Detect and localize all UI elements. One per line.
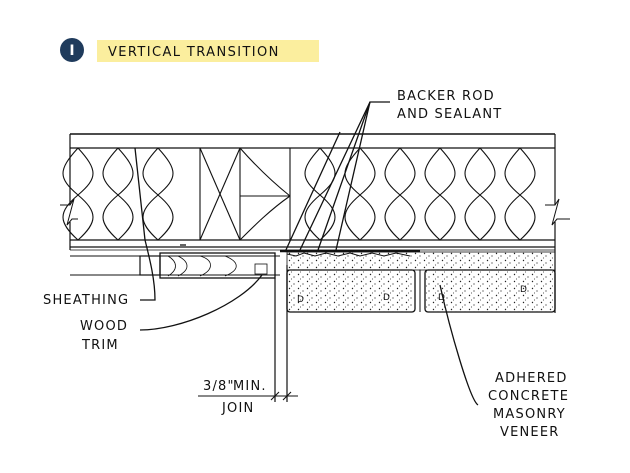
section-number: I: [69, 43, 74, 59]
svg-text:D: D: [297, 295, 304, 305]
label-wood-trim-line1: WOOD: [80, 319, 128, 334]
svg-text:D: D: [520, 285, 527, 295]
label-gap-min: MIN.: [233, 379, 267, 394]
framing-blocks: [199, 147, 291, 241]
label-veneer-line1: ADHERED: [495, 371, 568, 386]
label-veneer-line3: MASONRY: [493, 407, 566, 422]
insulation-batts: [62, 147, 536, 241]
label-wood-trim-line2: TRIM: [81, 338, 119, 353]
label-veneer-line2: CONCRETE: [488, 389, 569, 404]
sheathing-and-trim: [70, 252, 288, 402]
leader-lines: [134, 101, 479, 406]
label-veneer-line4: VENEER: [500, 425, 560, 440]
masonry-veneer: D D D D: [280, 249, 556, 313]
label-sheathing: SHEATHING: [43, 293, 129, 308]
gap-dimension: [198, 391, 298, 401]
label-gap-fraction: 3/8": [203, 379, 235, 394]
label-backer-rod-line2: AND SEALANT: [397, 107, 502, 122]
svg-text:D: D: [383, 293, 390, 303]
label-gap-join: JOIN: [221, 401, 254, 416]
title-highlight: [97, 40, 319, 62]
section-title: VERTICAL TRANSITION: [108, 45, 280, 60]
svg-text:D: D: [438, 293, 445, 303]
section-header: I VERTICAL TRANSITION: [60, 38, 319, 62]
label-backer-rod-line1: BACKER ROD: [397, 89, 495, 104]
section-number-badge: [60, 38, 84, 62]
